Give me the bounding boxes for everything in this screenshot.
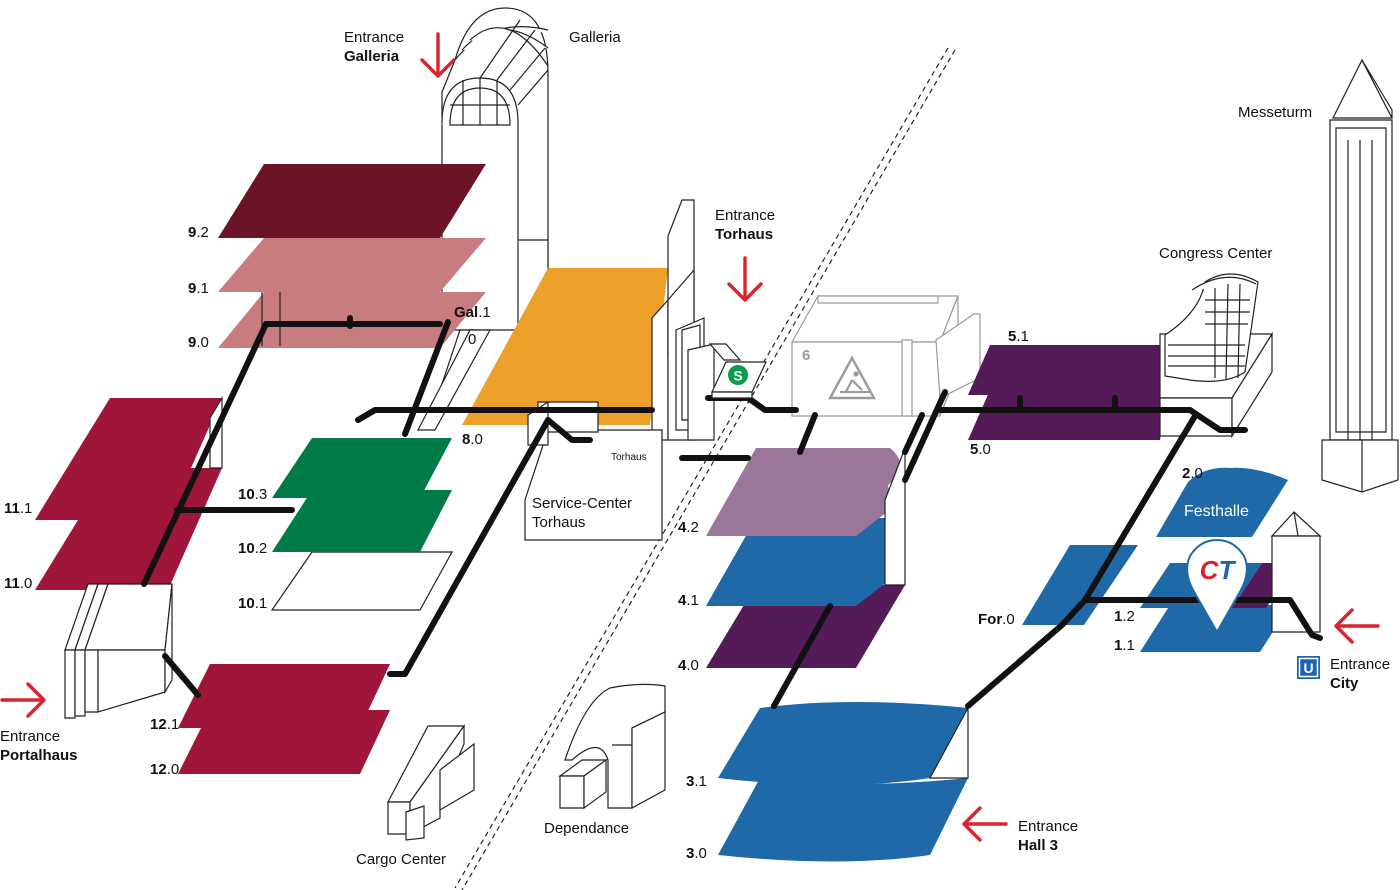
level-1-2: 1.2 (1114, 608, 1135, 625)
hall-11-1-floor[interactable] (35, 398, 222, 520)
level-10-2: 10.2 (238, 540, 267, 557)
label-torhaus: Torhaus (611, 452, 647, 463)
level-5-0: 5.0 (970, 441, 991, 458)
level-11-1: 11.1 (4, 500, 32, 517)
level-gal-1: Gal.1 (454, 304, 491, 321)
label-galleria: Galleria (569, 29, 621, 46)
level-3-1: 3.1 (686, 773, 707, 790)
label-service-center-2: Torhaus (532, 514, 585, 531)
label-entrance-galleria-2: Galleria (344, 48, 400, 65)
hall-3-1-floor[interactable] (718, 702, 968, 785)
label-entrance-portalhaus-1: Entrance (0, 728, 60, 745)
railway-line (454, 47, 956, 890)
level-9-2: 9.2 (188, 224, 209, 241)
u-bahn-label: U (1303, 660, 1313, 676)
hall-12-1-floor[interactable] (178, 664, 390, 728)
label-entrance-galleria-1: Entrance (344, 29, 404, 46)
u-bahn-station[interactable]: U (1297, 656, 1320, 679)
s-bahn-label: S (733, 368, 742, 384)
label-congress-center: Congress Center (1159, 245, 1272, 262)
hall-5-0-floor[interactable] (968, 390, 1168, 440)
label-messeturm: Messeturm (1238, 104, 1312, 121)
red-arrow-icon-portalhaus (0, 682, 46, 718)
label-festhalle: Festhalle (1184, 503, 1249, 520)
hall-5-1-floor[interactable] (968, 345, 1168, 395)
hall-3-0-floor[interactable] (718, 778, 968, 862)
label-entrance-city-2: City (1330, 675, 1359, 692)
level-12-1: 12.1 (150, 716, 179, 733)
level-1-1: 1.1 (1114, 637, 1135, 654)
level-8-0: 8.0 (462, 431, 483, 448)
hall-4-1-floor[interactable] (706, 518, 905, 606)
messeturm-building[interactable] (1321, 58, 1399, 493)
label-entrance-hall3-1: Entrance (1018, 818, 1078, 835)
label-entrance-city-1: Entrance (1330, 656, 1390, 673)
u-bahn-icon (1297, 656, 1320, 679)
level-9-1: 9.1 (188, 280, 209, 297)
hall-9-1-floor[interactable] (218, 238, 486, 292)
ct-logo: CT (1200, 555, 1237, 585)
hall-4-2-floor[interactable] (706, 448, 905, 536)
level-6: 6 (802, 347, 810, 364)
s-bahn-icon (728, 365, 748, 385)
level-gal-0: 0 (468, 331, 476, 348)
cargo-center-building[interactable] (387, 724, 475, 841)
s-bahn-station[interactable]: S (711, 361, 767, 399)
level-4-0: 4.0 (678, 657, 699, 674)
dependance-building[interactable] (558, 683, 666, 810)
red-arrow-icon-hall3 (962, 806, 1008, 842)
label-dependance: Dependance (544, 820, 629, 837)
hall-8-floor[interactable] (462, 268, 668, 425)
level-10-3: 10.3 (238, 486, 267, 503)
label-entrance-hall3-2: Hall 3 (1018, 837, 1058, 854)
hall-4-side (884, 447, 906, 586)
hall-10-3-floor[interactable] (272, 438, 452, 498)
hall-3-side (928, 707, 969, 779)
level-for-0: For.0 (978, 611, 1015, 628)
construction-icon (827, 355, 877, 400)
location-pin-icon[interactable]: CT (1186, 538, 1248, 635)
festhalle-floor[interactable] (1156, 467, 1288, 537)
level-4-1: 4.1 (678, 592, 699, 609)
portalhaus-building[interactable] (64, 583, 173, 719)
hall-10-1-floor[interactable] (270, 551, 454, 611)
label-cargo-center: Cargo Center (356, 851, 446, 868)
red-arrow-icon-city (1334, 608, 1380, 644)
hall-10-2-floor[interactable] (272, 490, 452, 552)
red-arrow-icon-galleria (420, 32, 456, 78)
level-5-1: 5.1 (1008, 328, 1029, 345)
hall-6-building[interactable] (790, 295, 981, 417)
level-9-0: 9.0 (188, 334, 209, 351)
city-tower-building[interactable] (1270, 511, 1322, 633)
level-2-0: 2.0 (1182, 465, 1203, 482)
level-4-2: 4.2 (678, 519, 699, 536)
label-entrance-portalhaus-2: Portalhaus (0, 747, 78, 764)
level-11-0: 11.0 (4, 575, 32, 592)
level-12-0: 12.0 (150, 761, 179, 778)
hall-9-2-floor[interactable] (218, 164, 486, 238)
label-entrance-torhaus-2: Torhaus (715, 226, 773, 243)
walkway-network (141, 315, 1323, 709)
red-arrow-icon-torhaus (727, 256, 763, 302)
level-3-0: 3.0 (686, 845, 707, 862)
level-10-1: 10.1 (238, 595, 267, 612)
label-service-center-1: Service-Center (532, 495, 632, 512)
label-entrance-torhaus-1: Entrance (715, 207, 775, 224)
